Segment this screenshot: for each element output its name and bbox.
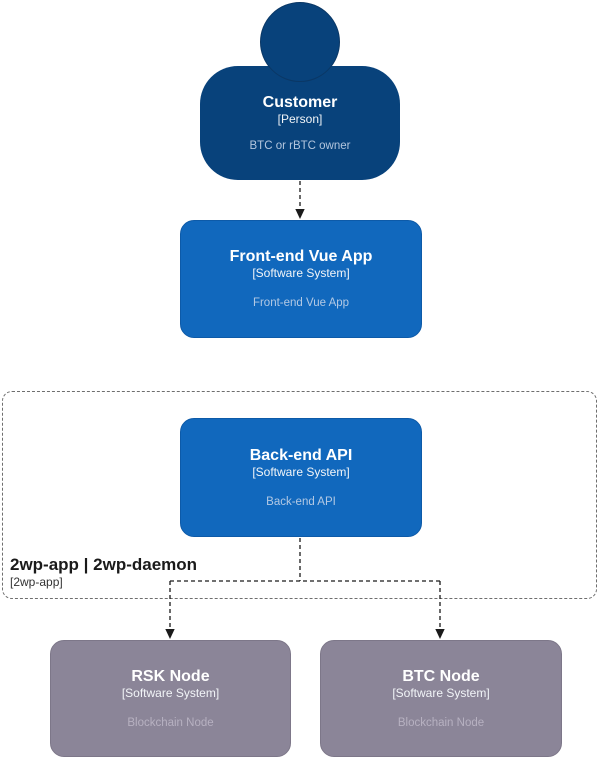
frontend-description: Front-end Vue App [252, 297, 350, 309]
backend-node: Back-end API [Software System] Back-end … [180, 418, 422, 537]
frontend-node: Front-end Vue App [Software System] Fron… [180, 220, 422, 338]
btc-node: BTC Node [Software System] Blockchain No… [320, 640, 562, 757]
frontend-type: [Software System] [252, 266, 350, 280]
arrowhead-frontend [295, 209, 305, 219]
customer-title: Customer [262, 93, 338, 111]
rsk-description: Blockchain Node [127, 716, 214, 729]
backend-title: Back-end API [249, 446, 353, 464]
customer-type: [Person] [277, 111, 323, 126]
customer-description: BTC or rBTC owner [249, 139, 351, 152]
rsk-type: [Software System] [121, 685, 220, 700]
boundary-title: 2wp-app | 2wp-daemon [10, 555, 198, 574]
backend-type: [Software System] [252, 464, 350, 479]
backend-description: Back-end API [266, 495, 336, 508]
rsk-title: RSK Node [131, 667, 210, 685]
btc-type: [Software System] [392, 685, 490, 700]
boundary-type: [2wp-app] [10, 575, 63, 589]
rsk-node: RSK Node [Software System] Blockchain No… [50, 640, 291, 757]
btc-description: Blockchain Node [397, 716, 485, 729]
arrowhead-rsk [165, 629, 175, 639]
arrowhead-btc [435, 629, 445, 639]
btc-title: BTC Node [402, 667, 480, 685]
boundary-label: 2wp-app | 2wp-daemon [2wp-app] [10, 555, 197, 590]
customer-head-icon [260, 2, 340, 82]
boundary-2wp-app: 2wp-app | 2wp-daemon [2wp-app] [2, 391, 597, 599]
customer-node: Customer [Person] BTC or rBTC owner [200, 66, 400, 180]
frontend-title: Front-end Vue App [229, 248, 373, 265]
